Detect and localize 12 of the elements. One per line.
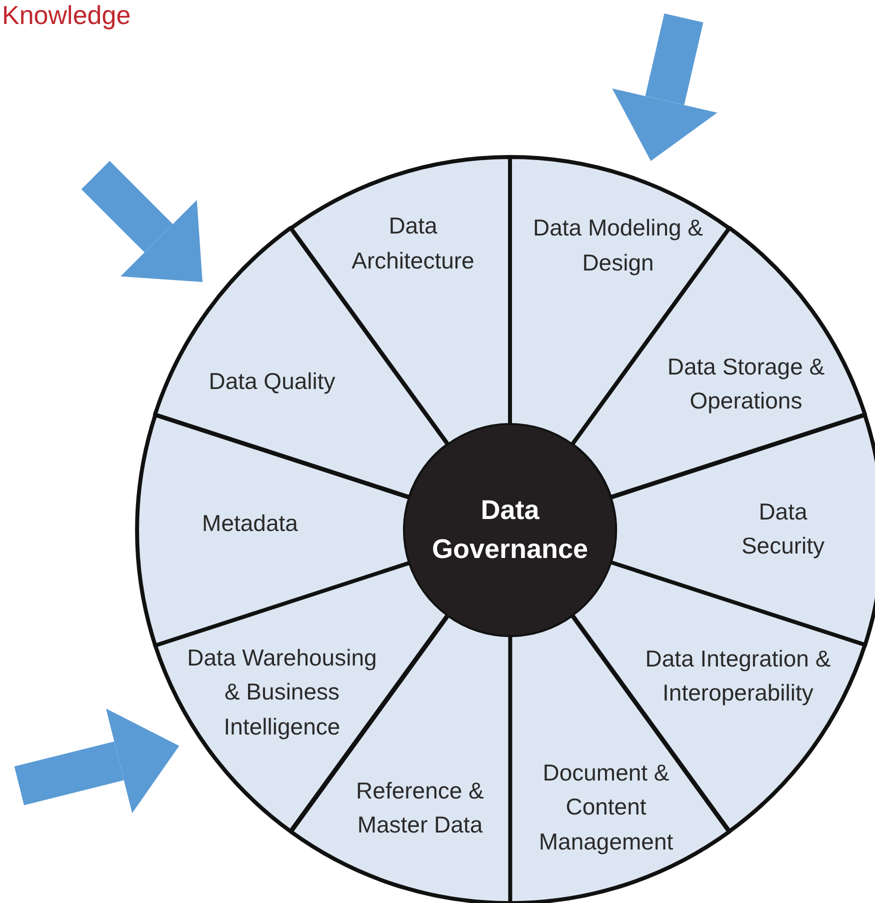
segment-label: Document & Content Management xyxy=(538,758,674,856)
segment-label: Metadata xyxy=(201,508,299,538)
segment-label: Data Storage & Operations xyxy=(666,352,826,416)
segment-label: Data Warehousing & Business Intelligence xyxy=(186,643,378,742)
segment-label: Data Architecture xyxy=(350,212,476,275)
segment-label: Data Integration & Interoperability xyxy=(644,644,832,708)
segment-label: Data Modeling & Design xyxy=(532,214,704,278)
hub-label: Data Governance xyxy=(430,494,590,566)
heading: Knowledge xyxy=(2,0,131,31)
segment-label: Data Quality xyxy=(208,366,336,396)
segment-label: Data Security xyxy=(740,497,826,561)
segment-label: Reference & Master Data xyxy=(355,776,485,840)
